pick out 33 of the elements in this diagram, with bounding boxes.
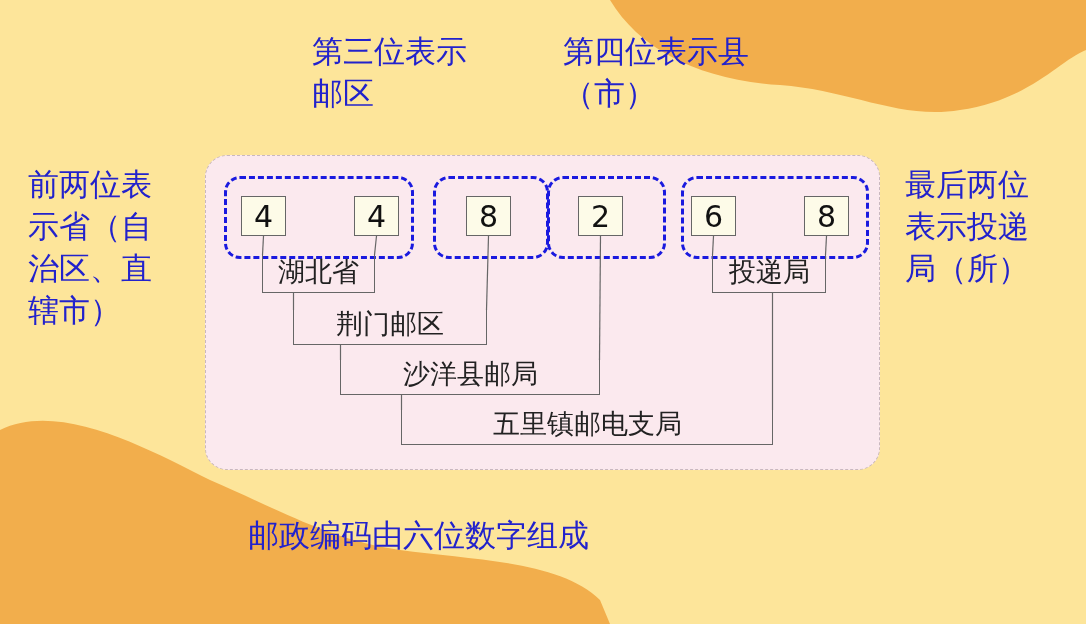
- connector-line: [261, 235, 265, 256]
- connector-line: [485, 235, 490, 311]
- digit-group-outline: [547, 176, 666, 259]
- digit-box: 8: [804, 196, 849, 236]
- digit-box: 6: [691, 196, 736, 236]
- bracket-text: 沙洋县邮局: [401, 357, 539, 391]
- annotation-text: 前两位表示省（自治区、直辖市）: [28, 165, 153, 330]
- annotation-text: 第四位表示县（市）: [563, 32, 750, 113]
- digit-group-outline: [224, 176, 414, 259]
- bracket-text: 投递局: [727, 255, 811, 289]
- code-panel: [205, 155, 880, 470]
- bracket-text: 湖北省: [277, 255, 360, 289]
- bracket-label: [401, 410, 773, 445]
- digit-box: 8: [466, 196, 511, 236]
- connector-line: [711, 235, 715, 256]
- digit-box: 4: [354, 196, 399, 236]
- bracket-label: [340, 360, 600, 395]
- digit-group-outline: [433, 176, 549, 259]
- connector-line: [373, 235, 378, 256]
- bracket-text: 五里镇邮电支局: [491, 407, 683, 441]
- digit-box: 2: [578, 196, 623, 236]
- digit-box: 4: [241, 196, 286, 236]
- annotation-text: 最后两位表示投递局（所）: [905, 165, 1030, 288]
- caption: 邮政编码由六位数字组成: [248, 516, 589, 555]
- bracket-label: [293, 310, 487, 345]
- connector-line: [824, 235, 828, 256]
- bracket-text: 荆门邮区: [335, 307, 445, 341]
- digit-group-outline: [681, 176, 869, 259]
- bracket-label: [712, 255, 826, 293]
- annotation-text: 第三位表示邮区: [312, 32, 468, 113]
- connector-line: [598, 235, 602, 361]
- bracket-label: [262, 255, 375, 293]
- connector-line: [771, 292, 774, 411]
